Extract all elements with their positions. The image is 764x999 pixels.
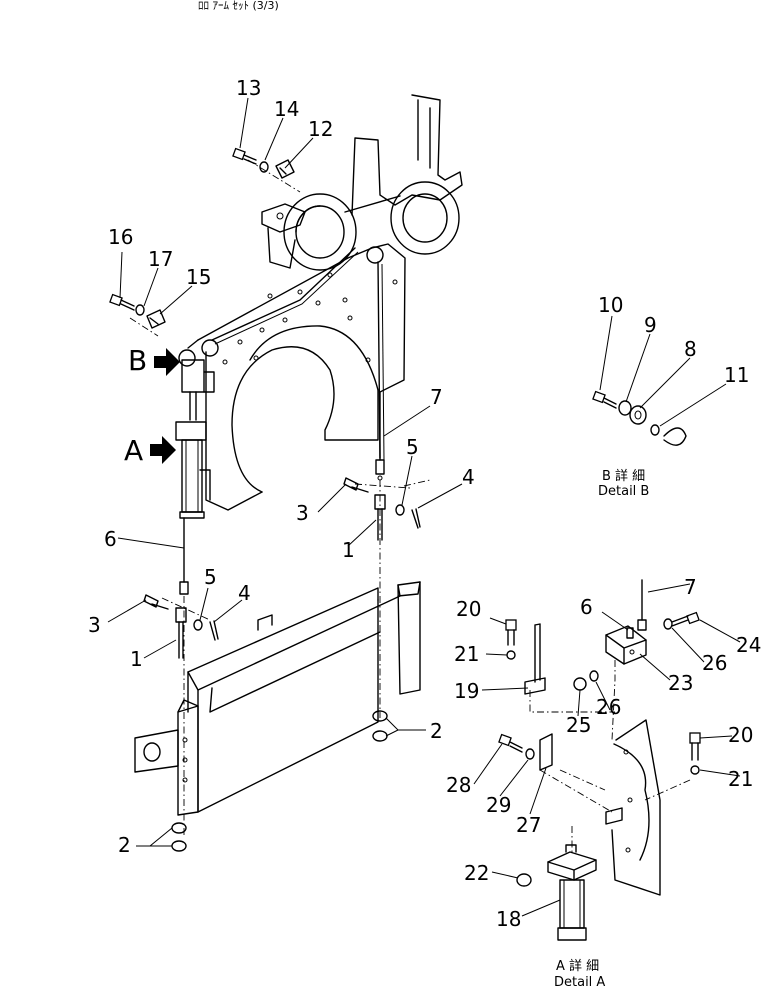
upper-frame-assembly bbox=[178, 94, 463, 511]
callout-26-lower: 26 bbox=[596, 695, 621, 719]
detail-a bbox=[498, 579, 701, 941]
lower-box-frame bbox=[134, 581, 421, 816]
callout-3-main-left: 3 bbox=[88, 613, 101, 637]
callout-16: 16 bbox=[108, 225, 133, 249]
cotter-pin-4-right bbox=[411, 508, 421, 529]
callout-6-detail-a: 6 bbox=[580, 595, 593, 619]
callout-20-detail-a-left: 20 bbox=[456, 597, 481, 621]
view-arrow-a-icon bbox=[150, 436, 176, 464]
callout-labels: 13 14 12 16 17 15 7 5 4 3 1 6 5 4 3 1 2 … bbox=[88, 76, 761, 931]
leader-lines bbox=[107, 97, 741, 917]
callout-18: 18 bbox=[496, 907, 521, 931]
callout-11: 11 bbox=[724, 363, 749, 387]
callout-10: 10 bbox=[598, 293, 623, 317]
clip-12 bbox=[275, 159, 295, 179]
callout-1-main-right: 1 bbox=[342, 538, 355, 562]
view-arrow-b-icon bbox=[154, 348, 180, 376]
nut-2-left bbox=[171, 822, 187, 852]
callout-14: 14 bbox=[274, 97, 299, 121]
cylinder-assembly-left bbox=[175, 359, 215, 519]
callout-2-main-right: 2 bbox=[430, 719, 443, 743]
bolt-16 bbox=[109, 293, 135, 311]
callout-12: 12 bbox=[308, 117, 333, 141]
callout-29: 29 bbox=[486, 793, 511, 817]
clip-15 bbox=[146, 309, 166, 329]
callout-5-main-left: 5 bbox=[204, 565, 217, 589]
washer-14 bbox=[259, 161, 269, 173]
cable-end-7 bbox=[375, 459, 385, 481]
callout-8: 8 bbox=[684, 337, 697, 361]
callout-7-main: 7 bbox=[430, 385, 443, 409]
view-marker-a: A bbox=[124, 434, 176, 467]
callout-1-main-left: 1 bbox=[130, 647, 143, 671]
callout-15: 15 bbox=[186, 265, 211, 289]
callout-20-detail-a-right: 20 bbox=[728, 723, 753, 747]
detail-a-caption-jp: A 詳 細 bbox=[556, 958, 599, 974]
detail-b-caption-en: Detail B bbox=[598, 484, 649, 499]
callout-23: 23 bbox=[668, 671, 693, 695]
callout-5-main-right: 5 bbox=[406, 435, 419, 459]
rod-end-1-left bbox=[175, 607, 187, 659]
callout-4-main-left: 4 bbox=[238, 581, 251, 605]
washer-5-left bbox=[193, 619, 203, 631]
callout-21-detail-a-left: 21 bbox=[454, 642, 479, 666]
detail-a-caption-en: Detail A bbox=[554, 975, 605, 990]
detail-b-caption-jp: B 詳 細 bbox=[602, 468, 645, 484]
header-text: ﾛﾛ ｱｰﾑ ｾｯﾄ (3/3) bbox=[198, 0, 279, 12]
callout-17: 17 bbox=[148, 247, 173, 271]
washer-5-right bbox=[395, 504, 405, 516]
callout-4-main-right: 4 bbox=[462, 465, 475, 489]
callout-7-detail-a: 7 bbox=[684, 575, 697, 599]
callout-22: 22 bbox=[464, 861, 489, 885]
assembly-centerlines bbox=[129, 159, 431, 835]
view-marker-b-label: B bbox=[128, 344, 147, 377]
cable-7 bbox=[377, 261, 381, 461]
callout-6-main: 6 bbox=[104, 527, 117, 551]
detail-b bbox=[592, 390, 687, 446]
callout-19: 19 bbox=[454, 679, 479, 703]
callout-21-detail-a-right: 21 bbox=[728, 767, 753, 791]
callout-25: 25 bbox=[566, 713, 591, 737]
bolt-13 bbox=[232, 147, 257, 165]
callout-28: 28 bbox=[446, 773, 471, 797]
rod-end-1-right bbox=[374, 494, 386, 541]
callout-24: 24 bbox=[736, 633, 761, 657]
callout-2-main-left: 2 bbox=[118, 833, 131, 857]
callout-9: 9 bbox=[644, 313, 657, 337]
callout-27: 27 bbox=[516, 813, 541, 837]
callout-26-upper: 26 bbox=[702, 651, 727, 675]
callout-3-main-right: 3 bbox=[296, 501, 309, 525]
callout-13: 13 bbox=[236, 76, 261, 100]
washer-17 bbox=[135, 304, 145, 316]
pin-3-right bbox=[343, 477, 369, 493]
view-marker-a-label: A bbox=[124, 434, 143, 467]
pin-3-left bbox=[143, 594, 169, 610]
view-marker-b: B bbox=[128, 344, 180, 377]
cotter-pin-4-left bbox=[209, 620, 219, 641]
